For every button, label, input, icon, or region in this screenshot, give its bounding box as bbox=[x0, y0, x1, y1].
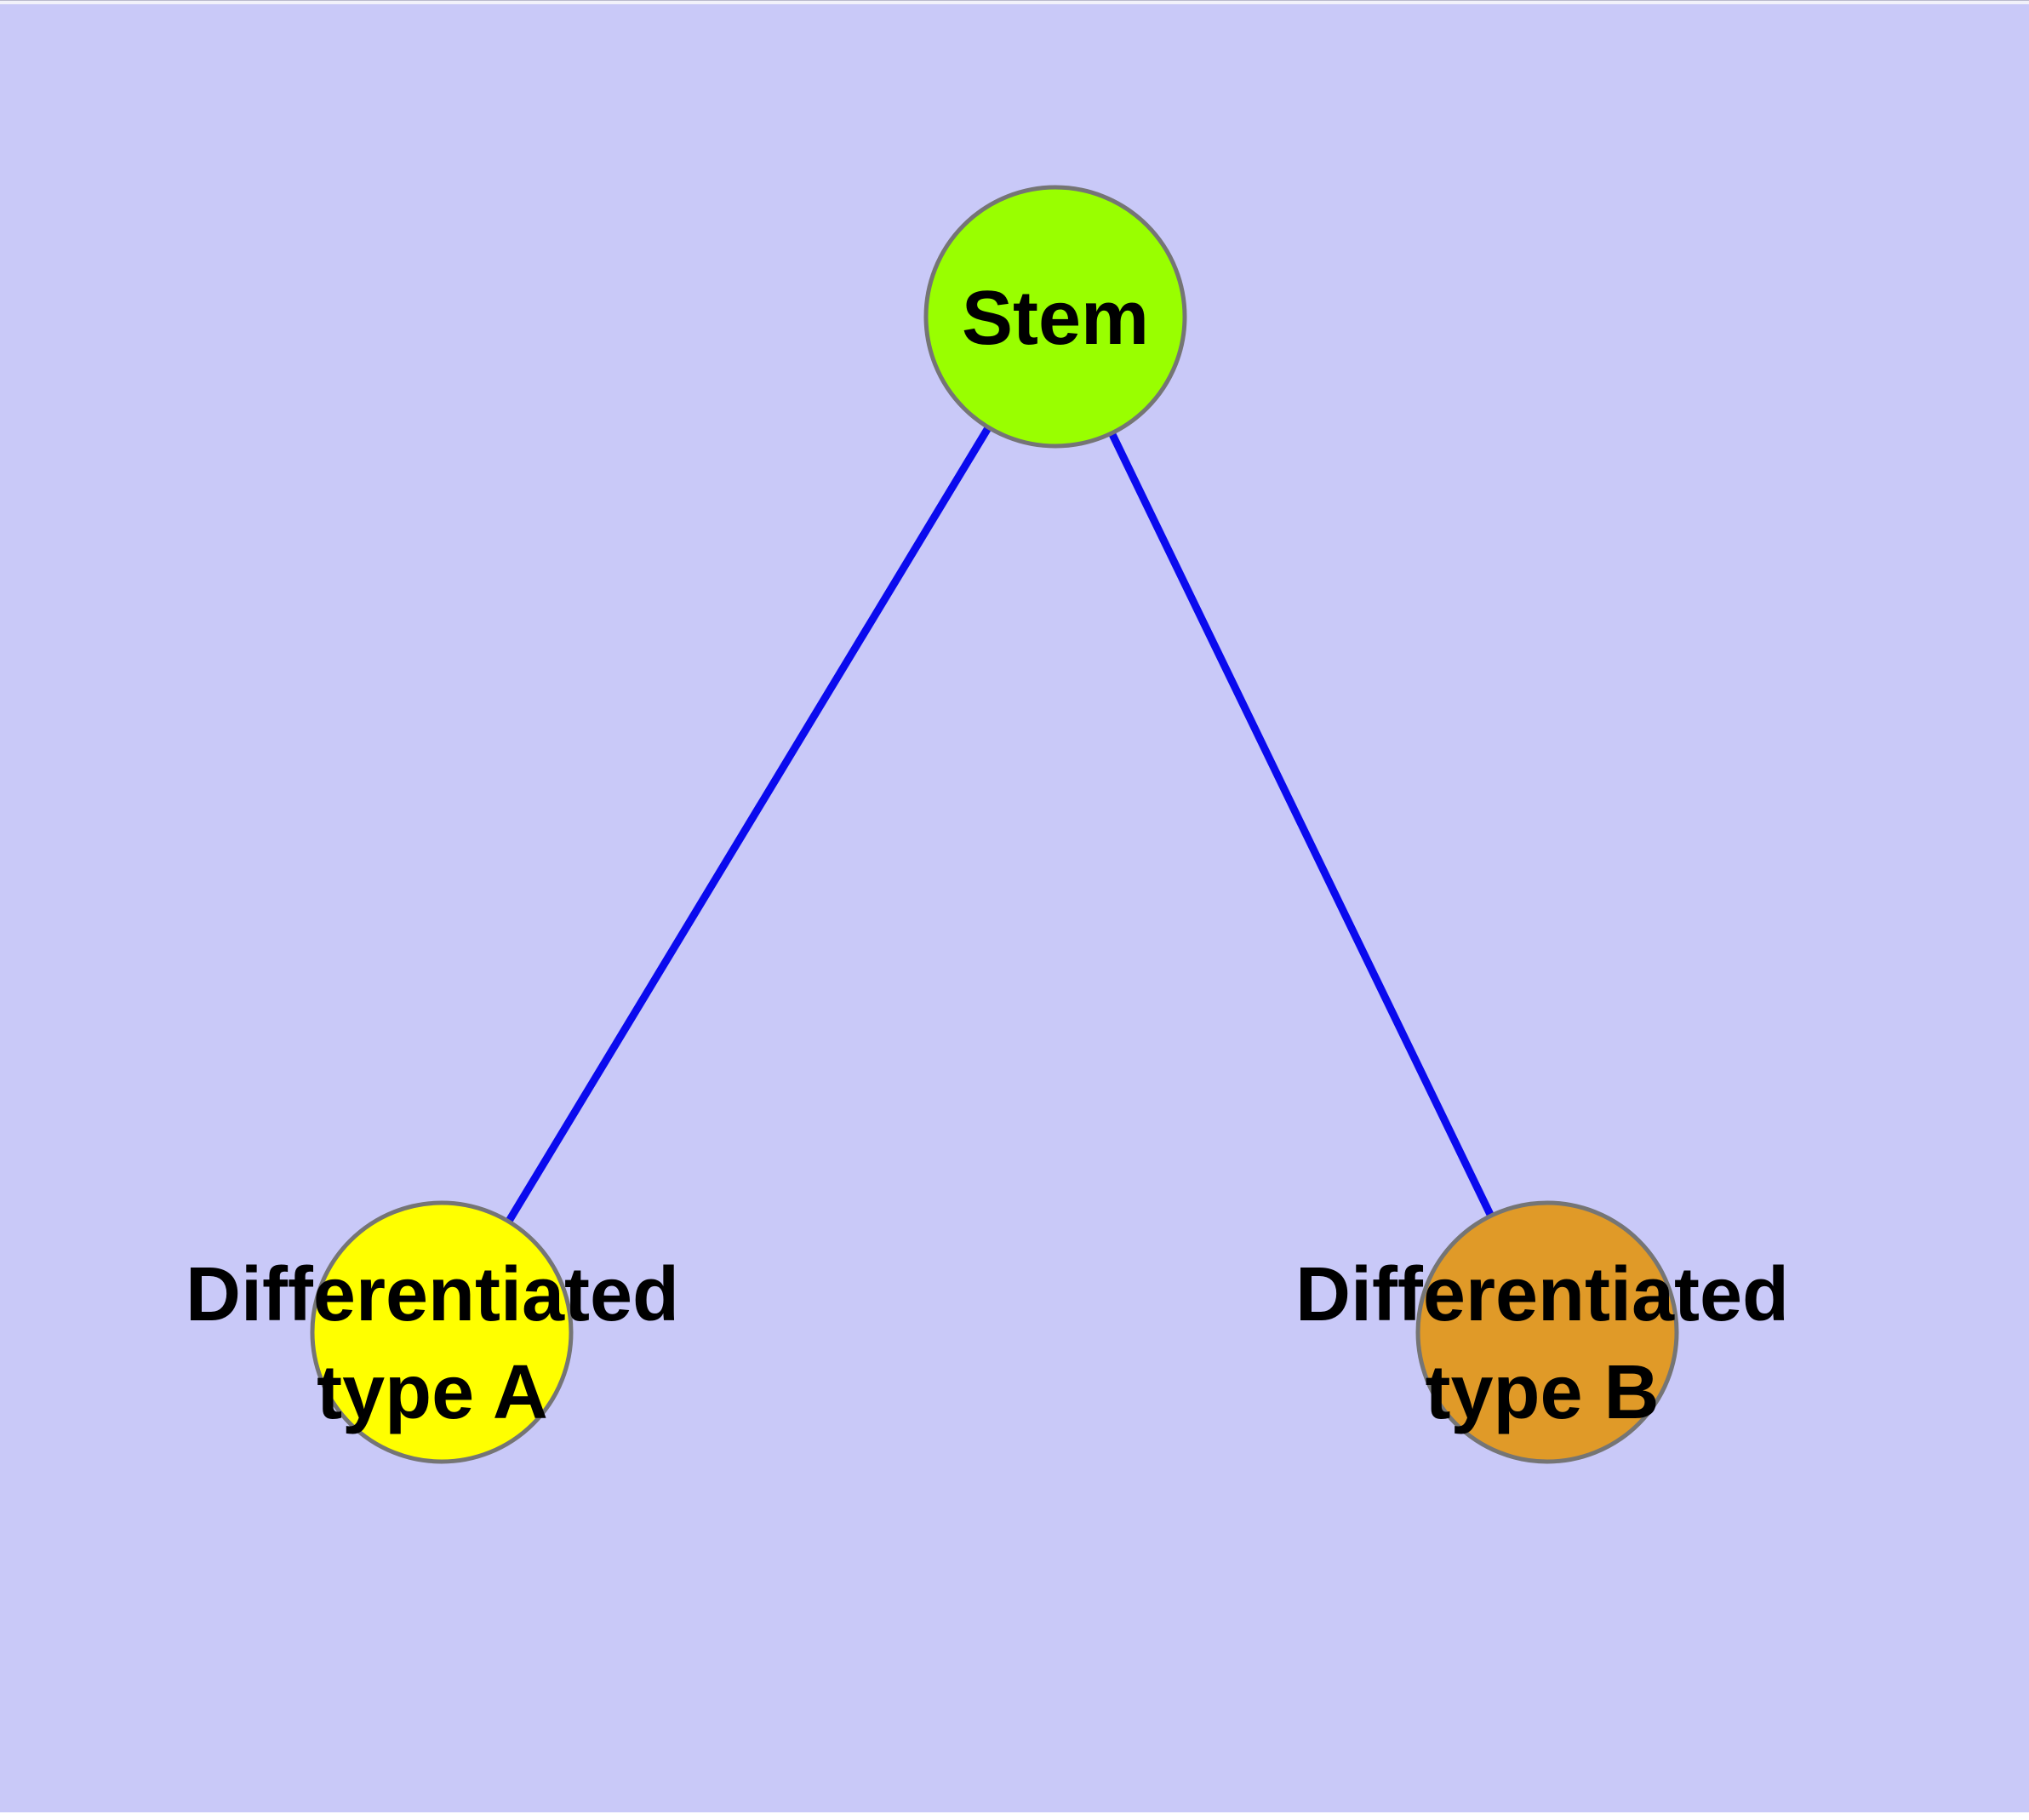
type-a-node-label-line1: Differentiated bbox=[186, 1252, 679, 1337]
type-a-node-circle bbox=[310, 1200, 574, 1464]
edges bbox=[438, 314, 1552, 1335]
stem-node-circle bbox=[923, 185, 1187, 449]
type-a-node-label-line2: type A bbox=[317, 1350, 548, 1435]
stem-node-label: Stem bbox=[962, 276, 1149, 361]
nodes: Stem Differentiated type A Differentiate… bbox=[186, 185, 1789, 1464]
node-differentiated-type-a: Differentiated type A bbox=[186, 1200, 679, 1464]
node-differentiated-type-b: Differentiated type B bbox=[1295, 1200, 1789, 1464]
edge-stem-to-type-b bbox=[1051, 315, 1552, 1334]
type-b-node-label-line1: Differentiated bbox=[1295, 1252, 1789, 1337]
screenshot-top-edge-band bbox=[0, 0, 2029, 4]
edge-stem-to-type-a bbox=[438, 314, 1059, 1335]
type-b-node-label-line2: type B bbox=[1425, 1350, 1659, 1435]
screenshot-bottom-edge-band bbox=[0, 1812, 2029, 1820]
type-b-node-circle bbox=[1415, 1200, 1679, 1464]
node-stem: Stem bbox=[923, 185, 1187, 449]
